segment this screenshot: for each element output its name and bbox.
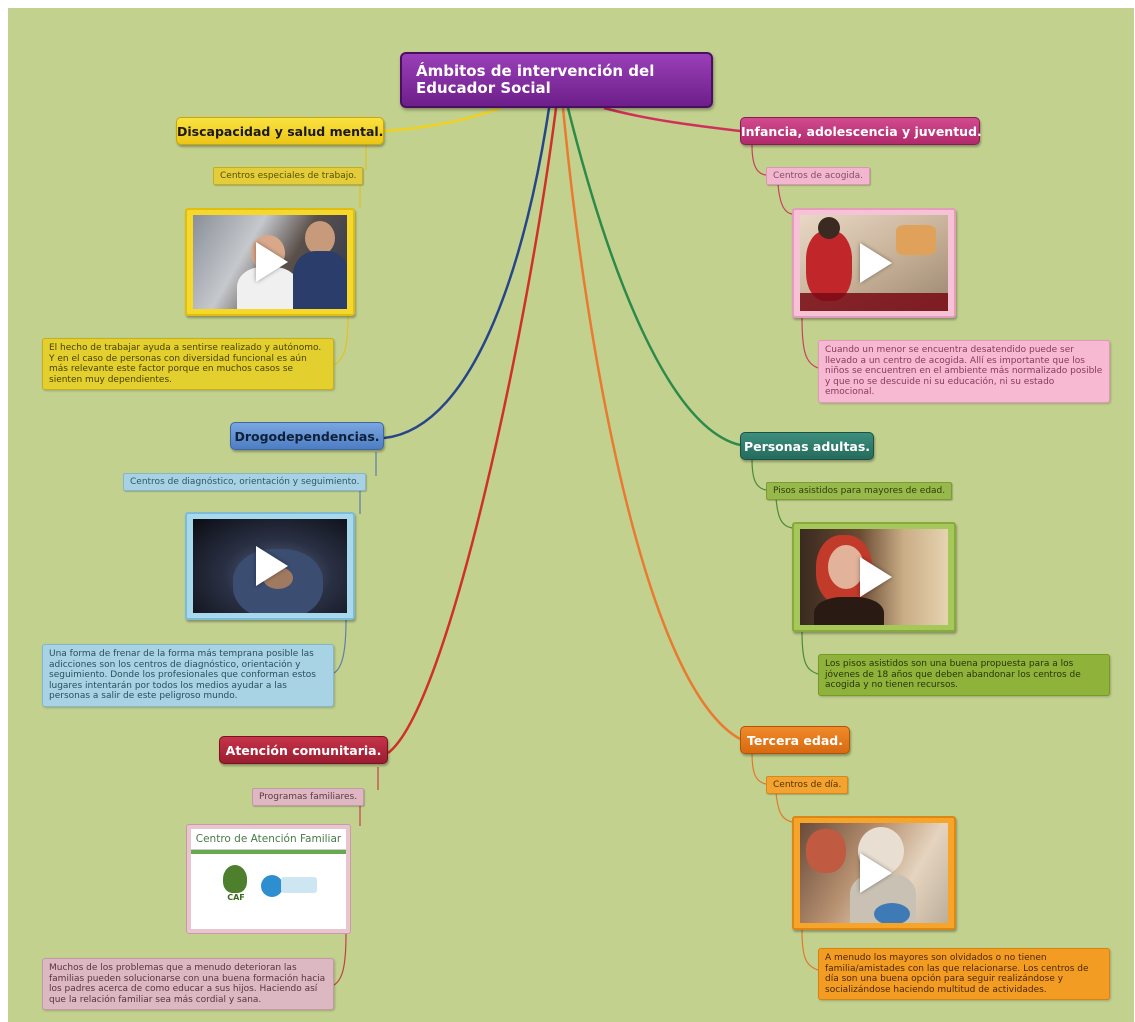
branch-tercera[interactable]: Tercera edad. xyxy=(740,726,850,754)
branch-discapacidad[interactable]: Discapacidad y salud mental. xyxy=(176,117,384,145)
sub-drogodependencias[interactable]: Centros de diagnóstico, orientación y se… xyxy=(123,473,367,491)
central-topic[interactable]: Ámbitos de intervención del Educador Soc… xyxy=(400,52,713,108)
sub-tercera[interactable]: Centros de día. xyxy=(766,776,849,794)
video-infancia[interactable] xyxy=(792,208,956,318)
branch-adultas[interactable]: Personas adultas. xyxy=(740,432,874,460)
sub-comunitaria[interactable]: Programas familiares. xyxy=(252,788,365,806)
connector-discapacidad xyxy=(383,106,501,133)
desc-discapacidad: El hecho de trabajar ayuda a sentirse re… xyxy=(42,338,334,390)
desc-comunitaria: Muchos de los problemas que a menudo det… xyxy=(42,958,334,1010)
sub-adultas[interactable]: Pisos asistidos para mayores de edad. xyxy=(766,482,953,500)
video-thumbnail xyxy=(193,519,347,613)
video-discapacidad[interactable] xyxy=(185,208,355,316)
desc-infancia: Cuando un menor se encuentra desatendido… xyxy=(818,340,1110,403)
video-tercera[interactable] xyxy=(792,816,956,930)
desc-tercera: A menudo los mayores son olvidados o no … xyxy=(818,948,1110,1000)
branch-drogodependencias[interactable]: Drogodependencias. xyxy=(230,422,384,450)
play-icon xyxy=(256,546,288,586)
branch-infancia[interactable]: Infancia, adolescencia y juventud. xyxy=(740,117,982,145)
video-thumbnail xyxy=(800,823,948,923)
desc-drogodependencias: Una forma de frenar de la forma más temp… xyxy=(42,644,334,707)
branch-comunitaria[interactable]: Atención comunitaria. xyxy=(219,736,388,764)
play-icon xyxy=(256,242,288,282)
connector-adultas xyxy=(566,107,741,447)
connector-comunitaria xyxy=(387,107,558,754)
sub-infancia[interactable]: Centros de acogida. xyxy=(766,167,870,185)
image-caf[interactable]: Centro de Atención Familiar CAF xyxy=(186,824,351,934)
play-icon xyxy=(860,243,892,283)
play-icon xyxy=(860,557,892,597)
play-icon xyxy=(860,853,892,893)
connector-lines xyxy=(333,106,819,986)
video-adultas[interactable] xyxy=(792,522,956,632)
caf-logo-text: CAF xyxy=(227,893,245,902)
family-badge-icon xyxy=(261,875,283,897)
sub-discapacidad[interactable]: Centros especiales de trabajo. xyxy=(213,167,364,185)
connector-infancia xyxy=(603,106,741,133)
video-thumbnail xyxy=(193,215,347,309)
video-drogodependencias[interactable] xyxy=(185,512,355,620)
connector-tercera xyxy=(561,107,741,741)
caf-title: Centro de Atención Familiar xyxy=(191,829,346,850)
caf-banner xyxy=(281,877,317,893)
tree-logo-icon xyxy=(223,865,247,893)
video-thumbnail xyxy=(800,529,948,625)
mindmap-canvas: Ámbitos de intervención del Educador Soc… xyxy=(8,8,1134,1022)
connector-drogodependencias xyxy=(383,107,551,440)
video-thumbnail xyxy=(800,215,948,311)
desc-adultas: Los pisos asistidos son una buena propue… xyxy=(818,654,1110,696)
